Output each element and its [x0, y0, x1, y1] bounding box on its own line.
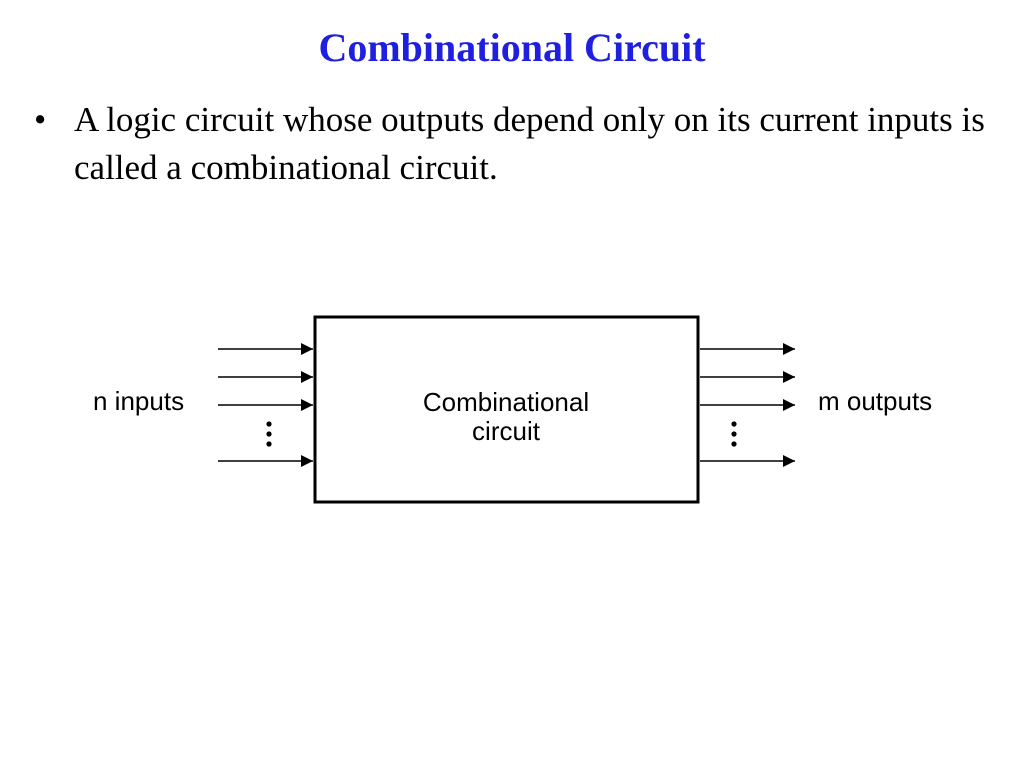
- input-ellipsis-icon: [266, 421, 272, 447]
- circuit-block: [313, 315, 700, 504]
- bullet-text: A logic circuit whose outputs depend onl…: [74, 100, 985, 187]
- block-label-line1: Combinational: [423, 387, 589, 417]
- bullet-list: • A logic circuit whose outputs depend o…: [34, 96, 994, 192]
- block-label-line2: circuit: [472, 416, 541, 446]
- output-ellipsis-icon: [731, 421, 737, 447]
- slide-title: Combinational Circuit: [318, 25, 706, 70]
- inputs-label: n inputs: [93, 386, 184, 416]
- bullet-icon: •: [34, 100, 47, 139]
- outputs-label: m outputs: [818, 386, 932, 416]
- bullet-item: • A logic circuit whose outputs depend o…: [34, 96, 994, 192]
